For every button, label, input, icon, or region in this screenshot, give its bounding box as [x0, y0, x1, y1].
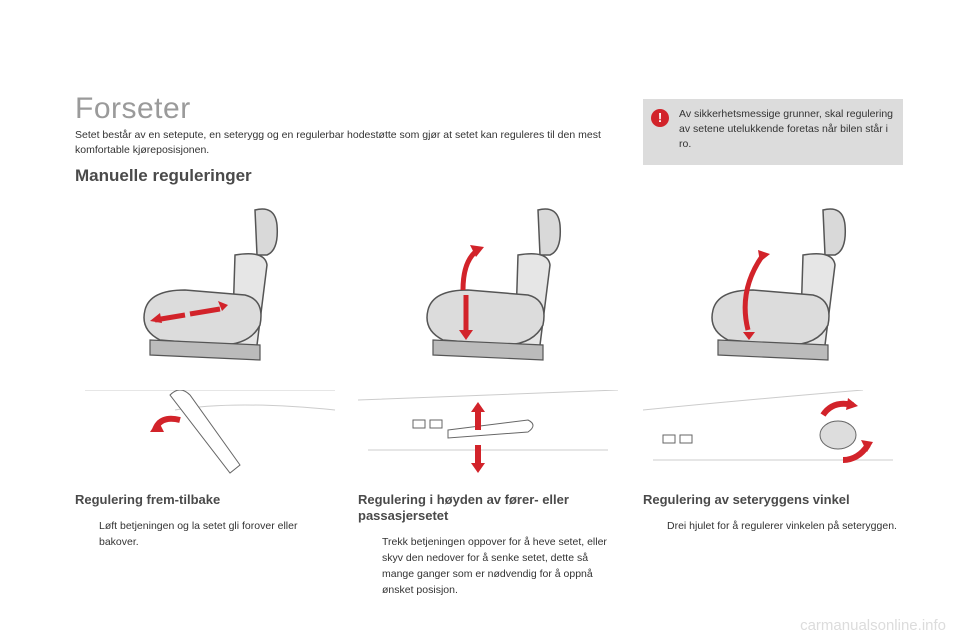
column-heading: Regulering av seteryggens vinkel — [643, 492, 850, 507]
recline-wheel-detail — [643, 390, 893, 463]
seat-height-icon — [426, 208, 562, 361]
slide-lever-detail — [85, 390, 336, 474]
bullet-text: Drei hjulet for å regulerer vinkelen på … — [667, 520, 897, 532]
column-heading: Regulering frem-tilbake — [75, 492, 221, 507]
page-title: Forseter — [75, 92, 191, 125]
warning-icon: ! — [651, 109, 669, 127]
section-title: Manuelle reguleringer — [75, 166, 252, 185]
height-lever-detail — [358, 390, 619, 473]
warning-box: ! Av sikkerhetsmessige grunner, skal reg… — [643, 99, 903, 165]
warning-text: Av sikkerhetsmessige grunner, skal regul… — [679, 108, 893, 150]
column-heading: Regulering i høyden av fører- eller pass… — [358, 492, 569, 523]
bullet-text: Løft betjeningen og la setet gli forover… — [99, 520, 298, 548]
intro-text: Setet består av en setepute, en seterygg… — [75, 129, 601, 156]
bullet-item: Trekk betjeningen oppover for å heve set… — [358, 534, 628, 598]
bullet-text: Trekk betjeningen oppover for å heve set… — [382, 536, 607, 596]
seat-recline-icon — [711, 208, 847, 361]
bullet-item: Drei hjulet for å regulerer vinkelen på … — [643, 518, 913, 534]
seat-slide-icon — [143, 208, 279, 361]
bullet-item: Løft betjeningen og la setet gli forover… — [75, 518, 345, 550]
watermark: carmanualsonline.info — [800, 617, 946, 634]
